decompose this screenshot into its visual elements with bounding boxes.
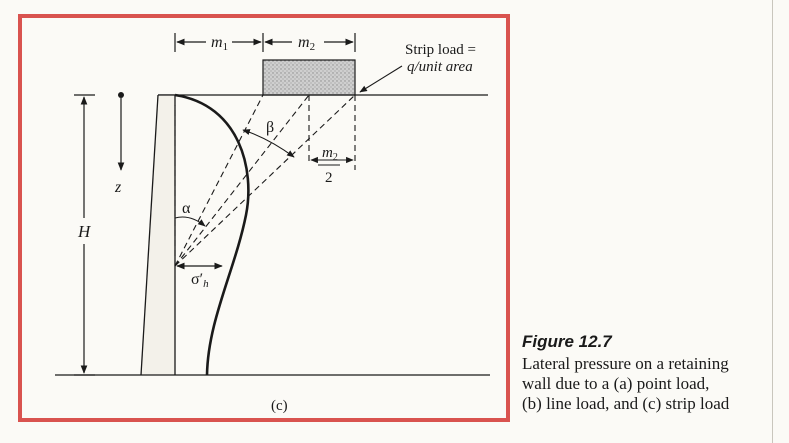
caption-line-1: Lateral pressure on a retaining xyxy=(522,354,729,373)
retaining-wall xyxy=(140,94,176,376)
panel-label: (c) xyxy=(271,398,288,414)
sigma-h-label: σ′h xyxy=(191,271,209,290)
m2-label: m2 xyxy=(298,34,315,53)
figure-caption: Figure 12.7 Lateral pressure on a retain… xyxy=(522,332,772,414)
H-label: H xyxy=(77,222,92,241)
H-dimension xyxy=(74,94,95,376)
z-label: z xyxy=(114,179,122,196)
beta-angle-arc xyxy=(242,129,295,158)
strip-load-block xyxy=(262,59,356,96)
lateral-pressure-curve xyxy=(174,93,250,376)
strip-load-label-line2: q/unit area xyxy=(407,59,473,75)
caption-line-3: (b) line load, and (c) strip load xyxy=(522,394,730,413)
alpha-angle-arc xyxy=(174,216,206,227)
m1-m2-dimension xyxy=(174,33,356,52)
beta-label: β xyxy=(266,119,274,136)
z-origin-dot xyxy=(118,92,124,98)
strip-load-leader xyxy=(359,65,403,93)
stress-rays xyxy=(174,94,356,267)
caption-line-2: wall due to a (a) point load, xyxy=(522,374,710,393)
strip-load-label-line1: Strip load = xyxy=(405,42,476,58)
m1-label: m1 xyxy=(211,34,228,53)
m2-half-numerator: m2 xyxy=(322,145,338,163)
page-edge-rule xyxy=(772,0,773,443)
figure-frame xyxy=(18,14,510,422)
m2-half-dimension xyxy=(310,156,354,166)
alpha-label: α xyxy=(182,200,191,217)
caption-title: Figure 12.7 xyxy=(522,332,612,351)
m2-half-denominator: 2 xyxy=(325,170,333,186)
